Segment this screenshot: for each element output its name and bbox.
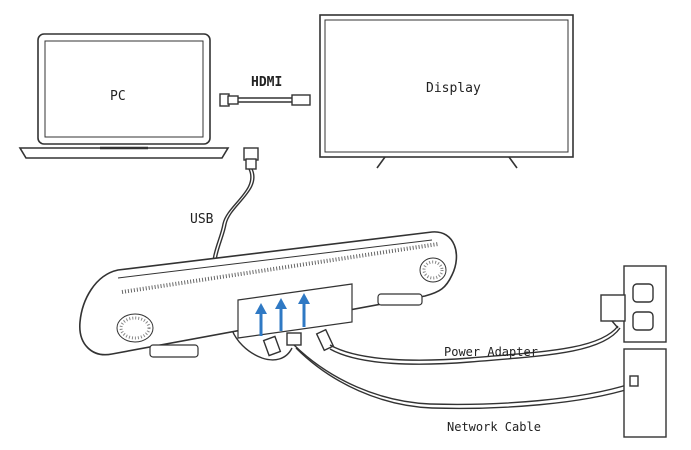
hdmi-cable <box>219 93 311 107</box>
network-jack-icon <box>623 348 667 438</box>
port-arrows <box>255 293 310 336</box>
port-plugs <box>262 328 335 357</box>
display-icon <box>319 14 574 169</box>
power-adapter-cable <box>329 325 621 365</box>
network-cable <box>293 344 633 410</box>
display-label: Display <box>426 81 481 96</box>
pc-label: PC <box>110 89 126 104</box>
laptop-icon <box>18 33 230 159</box>
hdmi-label: HDMI <box>251 75 283 90</box>
network-cable-label: Network Cable <box>447 420 541 434</box>
power-adapter-label: Power Adapter <box>444 345 538 359</box>
video-bar-icon <box>79 231 458 358</box>
power-outlet-icon <box>600 265 667 343</box>
usb-label: USB <box>190 212 214 227</box>
